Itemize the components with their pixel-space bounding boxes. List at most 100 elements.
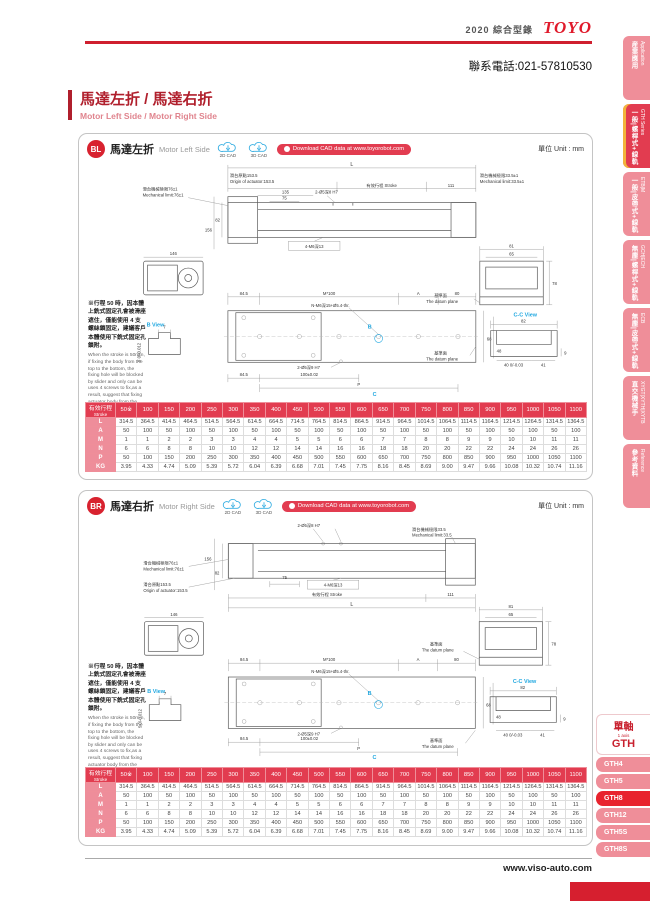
table-cell: 950 — [500, 818, 523, 828]
table-cell: 7.45 — [329, 827, 352, 837]
br-top-leaders — [313, 528, 343, 546]
table-cell: 3 — [222, 435, 245, 445]
table-header-cell: 1100 — [564, 402, 588, 418]
table-cell: 16 — [350, 444, 373, 454]
table-cell: 50 — [286, 791, 309, 801]
table-cell: 50 — [371, 426, 395, 436]
table-cell: 500 — [307, 818, 331, 828]
label-n-m6-holes: N-M6深15+Ø5.4-thr. — [311, 668, 349, 675]
table-cell: 5 — [286, 435, 309, 445]
table-cell: 5.39 — [200, 462, 224, 472]
dim-41: 41 — [541, 362, 546, 367]
table-cell: 50 — [157, 791, 181, 801]
table-cell: 7 — [371, 800, 395, 810]
label-mech-limit-left-cn: 滑台機械極限76±1 — [143, 186, 179, 193]
table-cell: 1050 — [543, 818, 566, 828]
cad-3d-button[interactable]: 3D CAD — [251, 498, 277, 515]
cad-2d-button[interactable]: 2D CAD — [220, 498, 246, 515]
table-header-cell: 250 — [200, 767, 224, 783]
cad-3d-button[interactable]: 3D CAD — [246, 141, 272, 158]
axis-menu-item-gth8s[interactable]: GTH8S — [596, 842, 650, 857]
axis-menu-item-gth12[interactable]: GTH12 — [596, 808, 650, 823]
download-cad-label: Download CAD data at www.toyorobot.com — [292, 146, 405, 152]
table-cell: 6 — [350, 435, 373, 445]
table-cell: 100 — [436, 426, 459, 436]
table-cell: 5.72 — [222, 462, 245, 472]
axis-menu-item-gth5[interactable]: GTH5 — [596, 774, 650, 789]
dim-41: 41 — [540, 732, 545, 737]
table-cell: 100 — [136, 791, 159, 801]
table-header-cell: 450 — [286, 767, 309, 783]
section-br-panel: BR 馬達右折 Motor Right Side 2D CAD 3D CAD D… — [78, 490, 593, 846]
bl-badge: BL — [87, 140, 105, 158]
table-header-cell: 250 — [200, 402, 224, 418]
table-header-cell: 550 — [329, 767, 352, 783]
axis-menu-item-gth8[interactable]: GTH8 — [596, 791, 650, 806]
table-cell: 300 — [222, 818, 245, 828]
table-cell: 50 — [500, 791, 523, 801]
table-cell: 1000 — [521, 453, 545, 463]
table-cell: 24 — [500, 444, 523, 454]
footer-corner-block — [570, 882, 650, 901]
cad-2d-label: 2D CAD — [219, 152, 237, 158]
label-top-holes: 2-Ø5深8 H7 — [297, 522, 320, 529]
table-cell: 8 — [157, 809, 181, 819]
download-cad-button[interactable]: Download CAD data at www.toyorobot.com — [281, 500, 417, 512]
title-accent-bar — [68, 89, 72, 120]
b-view-profile — [148, 698, 182, 721]
section-marker-c: C — [373, 755, 377, 760]
table-cell: 314.5 — [114, 782, 138, 792]
table-cell: 6.68 — [286, 462, 309, 472]
side-tab-label-en: ECB — [639, 313, 645, 324]
axis-menu-item-gth4[interactable]: GTH4 — [596, 757, 650, 772]
table-cell: 4 — [243, 435, 266, 445]
table-cell: 26 — [543, 809, 566, 819]
table-cell: 50 — [157, 426, 181, 436]
table-cell: 1000 — [521, 818, 545, 828]
table-cell: 1064.5 — [436, 782, 459, 792]
table-cell: 11.16 — [564, 827, 588, 837]
table-cell: 22 — [478, 444, 502, 454]
cloud-download-icon — [217, 141, 236, 152]
br-stroke-note: ※行程 50 時，因本體上銑式固定孔會被滑座遮住，僅能使用 4 支螺絲鎖固定，建… — [88, 663, 146, 776]
brand-logo: TOYO — [542, 18, 592, 37]
br-plan-holes — [241, 681, 460, 730]
table-cell: 300 — [222, 453, 245, 463]
section-marker-b: B — [368, 325, 372, 331]
table-cell: 800 — [436, 818, 459, 828]
label-origin-en: Origin of actuator:153.5 — [143, 588, 188, 593]
table-cell: 100 — [264, 791, 288, 801]
table-cell: 1164.5 — [478, 782, 502, 792]
table-cell: 1214.5 — [500, 417, 523, 427]
cad-2d-button[interactable]: 2D CAD — [215, 141, 241, 158]
axis-menu-item-gth5s[interactable]: GTH5S — [596, 825, 650, 840]
dim-156: 156 — [205, 227, 213, 232]
cc-view-label: C-C View — [513, 679, 537, 685]
download-dot-icon — [288, 503, 295, 509]
label-n-m6-holes: N-M6深15+Ø5.4-thr. — [311, 302, 349, 309]
table-cell: 1364.5 — [564, 782, 588, 792]
table-cell: 10.32 — [521, 462, 545, 472]
cad-3d-label: 3D CAD — [250, 152, 268, 158]
axis-title-cn: 單軸 — [613, 722, 634, 733]
table-header-cell: 200 — [179, 767, 202, 783]
table-cell: 50 — [243, 791, 266, 801]
download-cad-button[interactable]: Download CAD data at www.toyorobot.com — [276, 143, 412, 155]
table-cell: 50 — [543, 426, 566, 436]
footer-rule — [85, 858, 592, 859]
dim-75: 75 — [282, 196, 287, 201]
table-cell: 8.45 — [393, 462, 416, 472]
table-cell: 100 — [179, 426, 202, 436]
table-cell: 100 — [222, 426, 245, 436]
br-side-view — [227, 538, 476, 586]
